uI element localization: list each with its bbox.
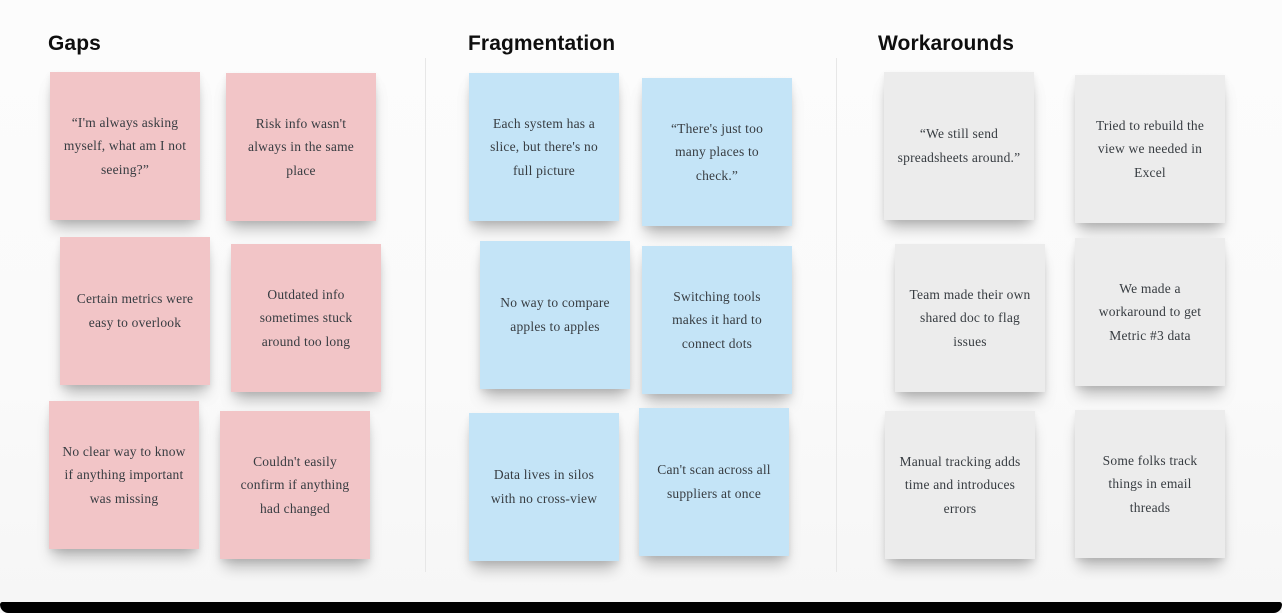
sticky-note-text: Certain metrics were easy to overlook <box>76 291 194 330</box>
sticky-note[interactable]: Each system has a slice, but there's no … <box>469 73 619 221</box>
group-title-gaps: Gaps <box>48 32 101 55</box>
sticky-note[interactable]: “We still send spreadsheets around.” <box>884 72 1034 220</box>
sticky-note[interactable]: No clear way to know if anything importa… <box>49 401 199 549</box>
sticky-note-text: Tried to rebuild the view we needed in E… <box>1095 117 1205 180</box>
sticky-note-text: Couldn't easily confirm if anything had … <box>240 453 350 516</box>
sticky-note[interactable]: Couldn't easily confirm if anything had … <box>220 411 370 559</box>
sticky-note[interactable]: Team made their own shared doc to flag i… <box>895 244 1045 392</box>
sticky-note-text: Outdated info sometimes stuck around too… <box>259 286 353 349</box>
sticky-note[interactable]: No way to compare apples to apples <box>480 241 630 389</box>
sticky-note-text: We made a workaround to get Metric #3 da… <box>1098 280 1202 343</box>
group-title-workarounds: Workarounds <box>878 32 1015 55</box>
sticky-note[interactable]: “I'm always asking myself, what am I not… <box>50 72 200 220</box>
sticky-note[interactable]: Can't scan across all suppliers at once <box>639 408 789 556</box>
sticky-note[interactable]: Some folks track things in email threads <box>1075 410 1225 558</box>
sticky-note[interactable]: We made a workaround to get Metric #3 da… <box>1075 238 1225 386</box>
sticky-note-text: “I'm always asking myself, what am I not… <box>63 114 187 177</box>
sticky-note-text: Each system has a slice, but there's no … <box>490 115 598 178</box>
sticky-note-text: Some folks track things in email threads <box>1102 452 1198 515</box>
column-divider-2 <box>836 58 837 572</box>
sticky-note-text: Switching tools makes it hard to connect… <box>672 288 762 351</box>
sticky-note-text: No clear way to know if anything importa… <box>62 443 186 506</box>
sticky-note[interactable]: Outdated info sometimes stuck around too… <box>231 244 381 392</box>
window-bottom-edge <box>0 602 1282 613</box>
sticky-note[interactable]: Data lives in silos with no cross-view <box>469 413 619 561</box>
sticky-note-text: Risk info wasn't always in the same plac… <box>248 115 354 178</box>
sticky-note-text: No way to compare apples to apples <box>500 295 610 334</box>
column-divider-1 <box>425 58 426 572</box>
sticky-note-text: Team made their own shared doc to flag i… <box>909 286 1031 349</box>
sticky-note[interactable]: Certain metrics were easy to overlook <box>60 237 210 385</box>
sticky-note[interactable]: “There's just too many places to check.” <box>642 78 792 226</box>
sticky-note[interactable]: Manual tracking adds time and introduces… <box>885 411 1035 559</box>
sticky-note[interactable]: Switching tools makes it hard to connect… <box>642 246 792 394</box>
sticky-note[interactable]: Tried to rebuild the view we needed in E… <box>1075 75 1225 223</box>
group-title-fragmentation: Fragmentation <box>468 32 616 55</box>
sticky-note-text: “We still send spreadsheets around.” <box>897 126 1021 165</box>
sticky-note[interactable]: Risk info wasn't always in the same plac… <box>226 73 376 221</box>
sticky-note-text: “There's just too many places to check.” <box>670 120 764 183</box>
sticky-note-text: Manual tracking adds time and introduces… <box>899 453 1021 516</box>
sticky-note-text: Can't scan across all suppliers at once <box>657 462 771 501</box>
sticky-note-text: Data lives in silos with no cross-view <box>490 467 598 506</box>
